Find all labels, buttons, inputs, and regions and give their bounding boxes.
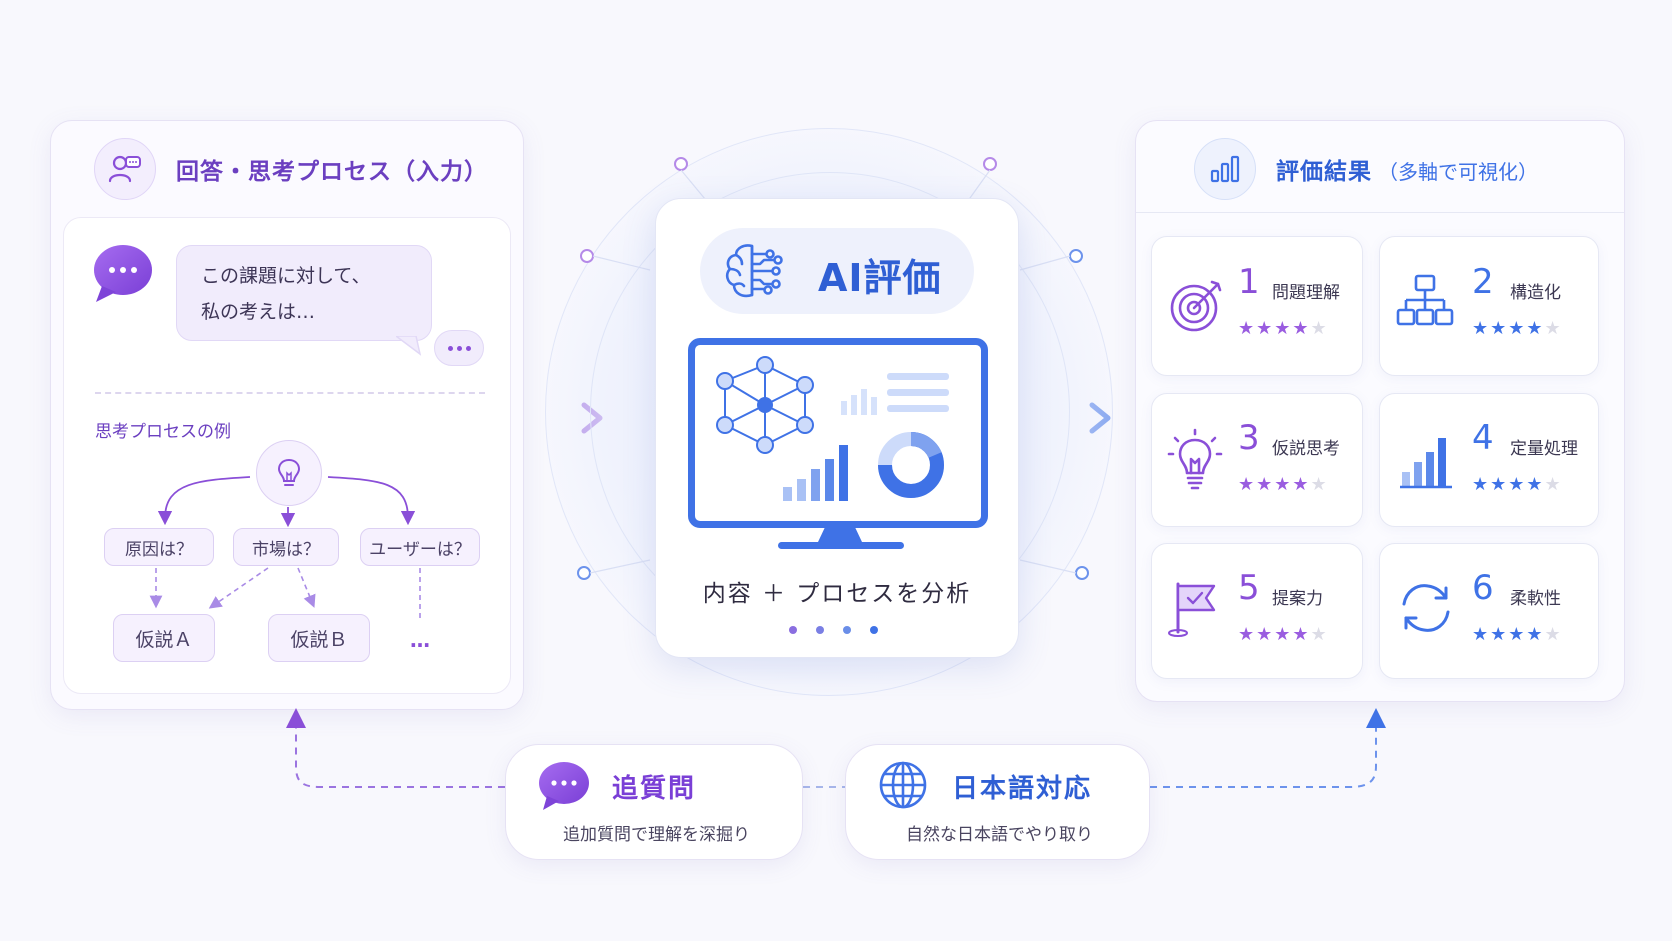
metric-5-stars: ★★★★★ (1238, 624, 1329, 645)
metric-3-label: 仮説思考 (1272, 439, 1340, 459)
metric-4-number: 4 (1472, 418, 1494, 458)
metric-card-6 (1379, 543, 1599, 679)
cycle-arrows-icon (1396, 578, 1456, 642)
ai-evaluation-title: AI評価 (818, 256, 942, 300)
metric-6-number: 6 (1472, 568, 1494, 608)
metric-4-label: 定量処理 (1510, 439, 1578, 459)
ai-title-pill (700, 228, 974, 314)
japanese-support-subtitle: 自然な日本語でやり取り (906, 825, 1093, 845)
feedback-loop-connectors (286, 708, 1386, 788)
metric-4-stars: ★★★★★ (1472, 474, 1563, 495)
results-title-group: 評価結果 （多軸で可視化） (1276, 152, 1538, 186)
metric-5-label: 提案力 (1272, 589, 1323, 609)
metric-2-label: 構造化 (1510, 283, 1561, 303)
results-title: 評価結果 (1276, 159, 1372, 185)
monitor-base (778, 542, 904, 549)
answer-bubble: この課題に対して、 私の考えは… (176, 245, 432, 341)
branch-market: 市場は？ (233, 528, 339, 566)
analysis-dashboard-icon (716, 356, 949, 501)
more-hypotheses: … (410, 628, 430, 652)
hierarchy-icon (1396, 272, 1454, 334)
bar-chart-icon (1398, 432, 1456, 494)
metric-2-number: 2 (1472, 262, 1494, 302)
user-chat-icon (94, 138, 156, 200)
metric-6-label: 柔軟性 (1510, 589, 1561, 609)
metric-6-stars: ★★★★★ (1472, 624, 1563, 645)
metric-card-1 (1151, 236, 1363, 376)
page-indicator-dots (789, 626, 878, 634)
thinking-tree-connectors (149, 476, 421, 620)
lightbulb-icon (1166, 426, 1224, 496)
bar-chart-icon (1194, 138, 1256, 200)
input-panel-title: 回答・思考プロセス（入力） (176, 159, 488, 185)
metric-card-4 (1379, 393, 1599, 527)
metric-3-stars: ★★★★★ (1238, 474, 1329, 495)
answer-line-1: この課題に対して、 (201, 265, 371, 287)
hypothesis-a: 仮説Ａ (113, 614, 215, 662)
monitor-screen (688, 338, 988, 528)
flag-icon (1168, 578, 1224, 642)
thinking-process-label: 思考プロセスの例 (95, 422, 231, 442)
followup-subtitle: 追加質問で理解を深掘り (563, 825, 750, 845)
answer-line-2: 私の考えは… (201, 301, 316, 323)
metric-1-number: 1 (1238, 262, 1260, 302)
branch-user: ユーザーは？ (360, 528, 480, 566)
metric-3-number: 3 (1238, 418, 1260, 458)
metric-card-3 (1151, 393, 1363, 527)
divider (95, 392, 485, 394)
chat-bubble-icon (92, 244, 154, 308)
analysis-caption: 内容 ＋ プロセスを分析 (702, 581, 972, 607)
metric-5-number: 5 (1238, 568, 1260, 608)
lightbulb-icon (256, 440, 322, 506)
metric-card-2 (1379, 236, 1599, 376)
results-subtitle: （多軸で可視化） (1378, 160, 1538, 184)
chat-bubble-icon (537, 760, 591, 816)
metric-1-label: 問題理解 (1272, 283, 1340, 303)
orbit-nodes (577, 157, 1089, 580)
results-header-divider (1136, 212, 1624, 213)
bubble-tail (393, 335, 422, 360)
branch-cause: 原因は？ (104, 528, 214, 566)
globe-icon (878, 760, 928, 814)
brain-circuit-icon (722, 240, 786, 306)
metric-2-stars: ★★★★★ (1472, 318, 1563, 339)
typing-indicator (434, 330, 484, 366)
metric-1-stars: ★★★★★ (1238, 318, 1329, 339)
target-icon (1168, 276, 1226, 338)
monitor-stand (818, 528, 862, 542)
japanese-support-title: 日本語対応 (952, 774, 1093, 804)
hypothesis-b: 仮説Ｂ (268, 614, 370, 662)
followup-title: 追質問 (612, 774, 697, 804)
